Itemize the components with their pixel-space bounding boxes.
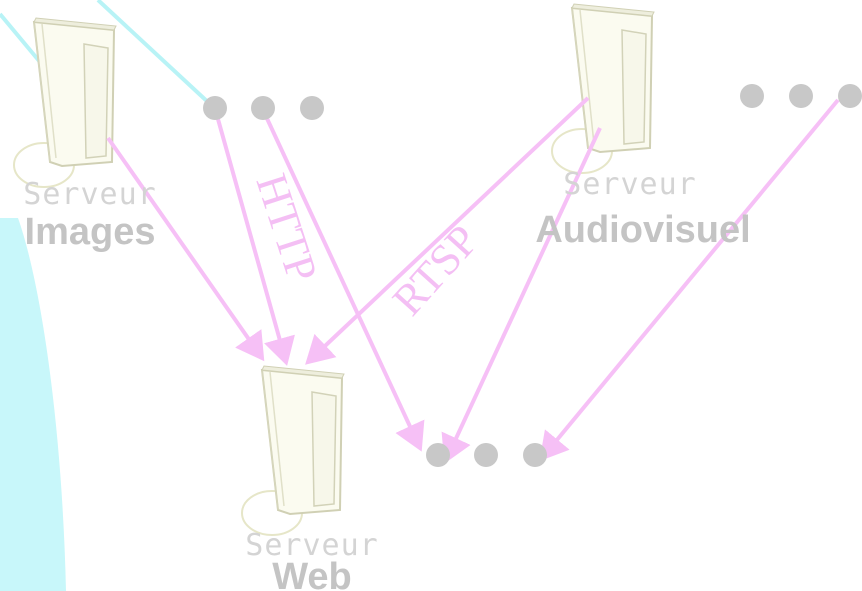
dot-group-top-left <box>203 96 324 120</box>
audiovisual-server-label-line1: Serveur <box>563 167 696 202</box>
cyan-backdrop-shape <box>0 218 66 591</box>
arrow-right-dots-to-bottom-dots <box>539 98 840 462</box>
cyan-connector-line <box>96 0 212 106</box>
arrow-dots-to-web <box>214 111 295 366</box>
web-server-label-line1: Serveur <box>245 528 378 563</box>
arrow-images-to-web <box>106 136 265 362</box>
arrow-dots-to-bottom-dots <box>262 111 425 452</box>
images-server-icon <box>13 17 117 188</box>
images-server-label-line1: Serveur <box>23 177 156 212</box>
web-server-label-line2: Web <box>272 556 352 591</box>
web-server-icon <box>241 365 345 536</box>
arrow-audiovisual-to-web <box>305 96 590 365</box>
audiovisual-server-icon <box>551 3 655 174</box>
rtsp-protocol-label: RTSP <box>383 216 488 325</box>
connection-arrows <box>106 96 840 464</box>
dot-group-top-right <box>740 84 862 108</box>
dot-group-bottom <box>426 443 547 467</box>
arrow-audiovisual-to-bottom-dots <box>441 127 602 464</box>
audiovisual-server-label-line2: Audiovisuel <box>535 209 750 251</box>
images-server-label-line2: Images <box>25 211 156 253</box>
cyan-connector-line <box>0 12 42 64</box>
